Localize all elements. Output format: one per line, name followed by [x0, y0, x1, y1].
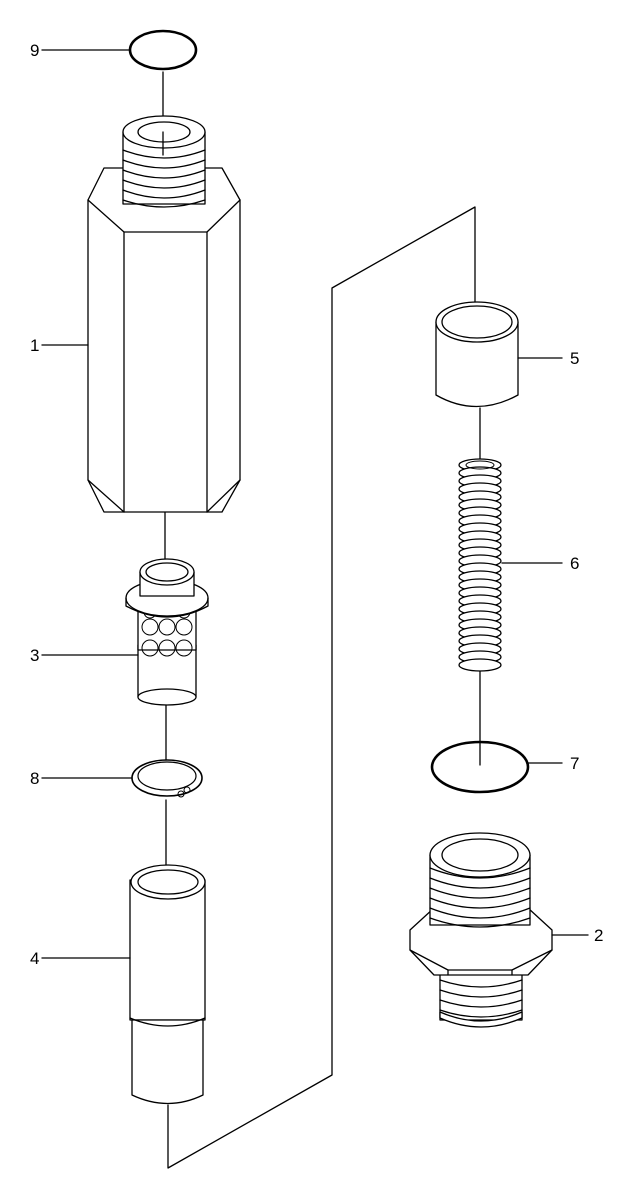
part-8-snap-ring — [131, 759, 203, 798]
callout-1: 1 — [30, 336, 39, 355]
part-6-spring — [458, 458, 502, 672]
part-1-hex-body — [87, 115, 241, 513]
assembly-path-line — [167, 206, 476, 1169]
callout-5: 5 — [570, 349, 579, 368]
part-9-o-ring — [128, 29, 198, 71]
part-2-hex-fitting — [409, 832, 553, 1028]
callout-6: 6 — [570, 554, 579, 573]
part-4-sleeve — [129, 864, 206, 1105]
callout-8: 8 — [30, 769, 39, 788]
callout-2: 2 — [594, 926, 603, 945]
callout-9: 9 — [30, 41, 39, 60]
callout-4: 4 — [30, 949, 39, 968]
part-7-o-ring — [430, 740, 530, 794]
callout-7: 7 — [570, 754, 579, 773]
leader-lines — [41, 49, 589, 959]
callout-3: 3 — [30, 646, 39, 665]
part-3-valve-cage — [125, 558, 209, 706]
spring-top-opening — [465, 460, 495, 470]
part-5-cap — [435, 301, 519, 408]
spring-coil — [458, 658, 502, 672]
